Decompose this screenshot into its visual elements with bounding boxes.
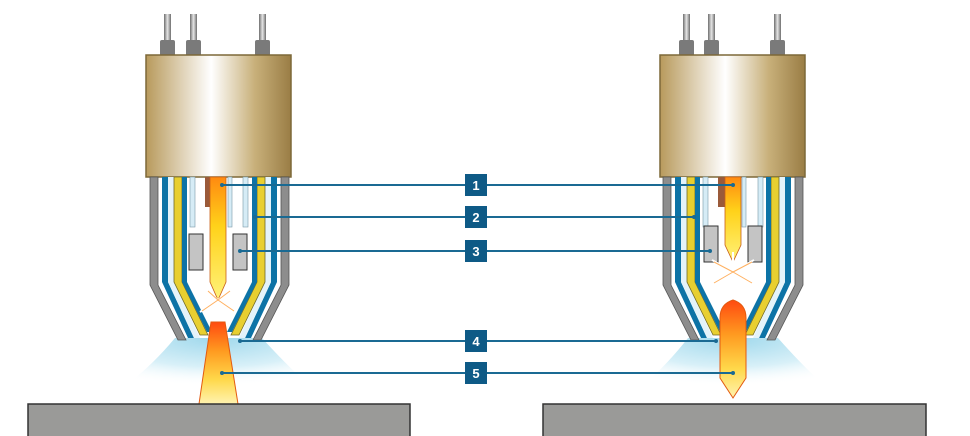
- callout-3: 3: [465, 240, 487, 262]
- callout-5: 5: [465, 362, 487, 384]
- callout-4: 4: [465, 330, 487, 352]
- left-workpiece: [27, 403, 411, 436]
- callout-number-1: 1: [472, 178, 479, 193]
- right-torch: [542, 14, 927, 436]
- callout-box-5: [465, 362, 487, 384]
- left-torch: [27, 14, 411, 436]
- right-connector-tubes: [679, 14, 785, 56]
- left-electrode: [209, 176, 227, 301]
- left-gray-block: [188, 233, 204, 271]
- callout-box-2: [465, 206, 487, 228]
- right-torch-housing: [659, 54, 806, 178]
- right-gray-block: [703, 225, 719, 263]
- left-plasma-nozzle: [182, 177, 212, 332]
- callout-number-3: 3: [472, 244, 479, 259]
- leader-endpoints: [220, 183, 735, 375]
- callout-number-2: 2: [472, 210, 479, 225]
- right-workpiece: [542, 403, 927, 436]
- callout-number-4: 4: [472, 334, 480, 349]
- callout-box-4: [465, 330, 487, 352]
- callout-1: 1: [465, 174, 487, 196]
- left-shield-nozzle: [162, 177, 194, 338]
- callout-2: 2: [465, 206, 487, 228]
- callout-box-1: [465, 174, 487, 196]
- right-plasma-flame: [719, 299, 747, 399]
- left-outer-shell: [149, 176, 187, 341]
- right-shield-nozzle: [675, 177, 707, 338]
- left-torch-housing: [145, 54, 292, 178]
- callout-number-5: 5: [472, 366, 479, 381]
- right-plasma-nozzle: [695, 177, 725, 332]
- callout-box-3: [465, 240, 487, 262]
- right-electrode: [724, 176, 742, 263]
- left-connector-tubes: [160, 14, 270, 56]
